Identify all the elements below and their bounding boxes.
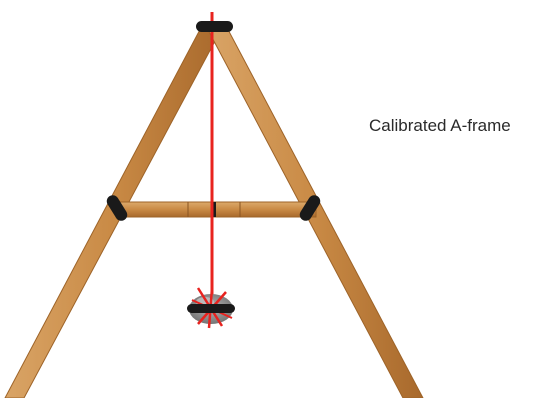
top-clamp bbox=[196, 21, 233, 32]
plumb-bob-icon bbox=[187, 288, 235, 328]
diagram-caption: Calibrated A-frame bbox=[369, 116, 511, 136]
